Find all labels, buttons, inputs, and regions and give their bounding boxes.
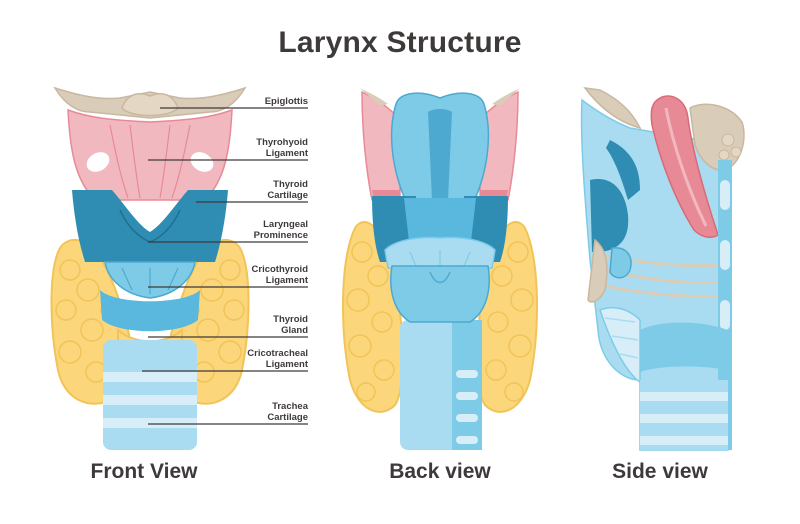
front-epiglottis <box>122 94 178 116</box>
label-epiglottis: Epiglottis <box>188 96 308 107</box>
front-trachea <box>103 340 197 450</box>
back-cricoid-lamina <box>391 266 489 322</box>
side-view-label: Side view <box>560 460 760 484</box>
back-trachea <box>400 320 482 450</box>
back-view-label: Back view <box>340 460 540 484</box>
back-view <box>343 88 537 450</box>
front-view-label: Front View <box>44 460 244 484</box>
side-trachea <box>640 380 728 450</box>
side-view <box>582 88 744 450</box>
